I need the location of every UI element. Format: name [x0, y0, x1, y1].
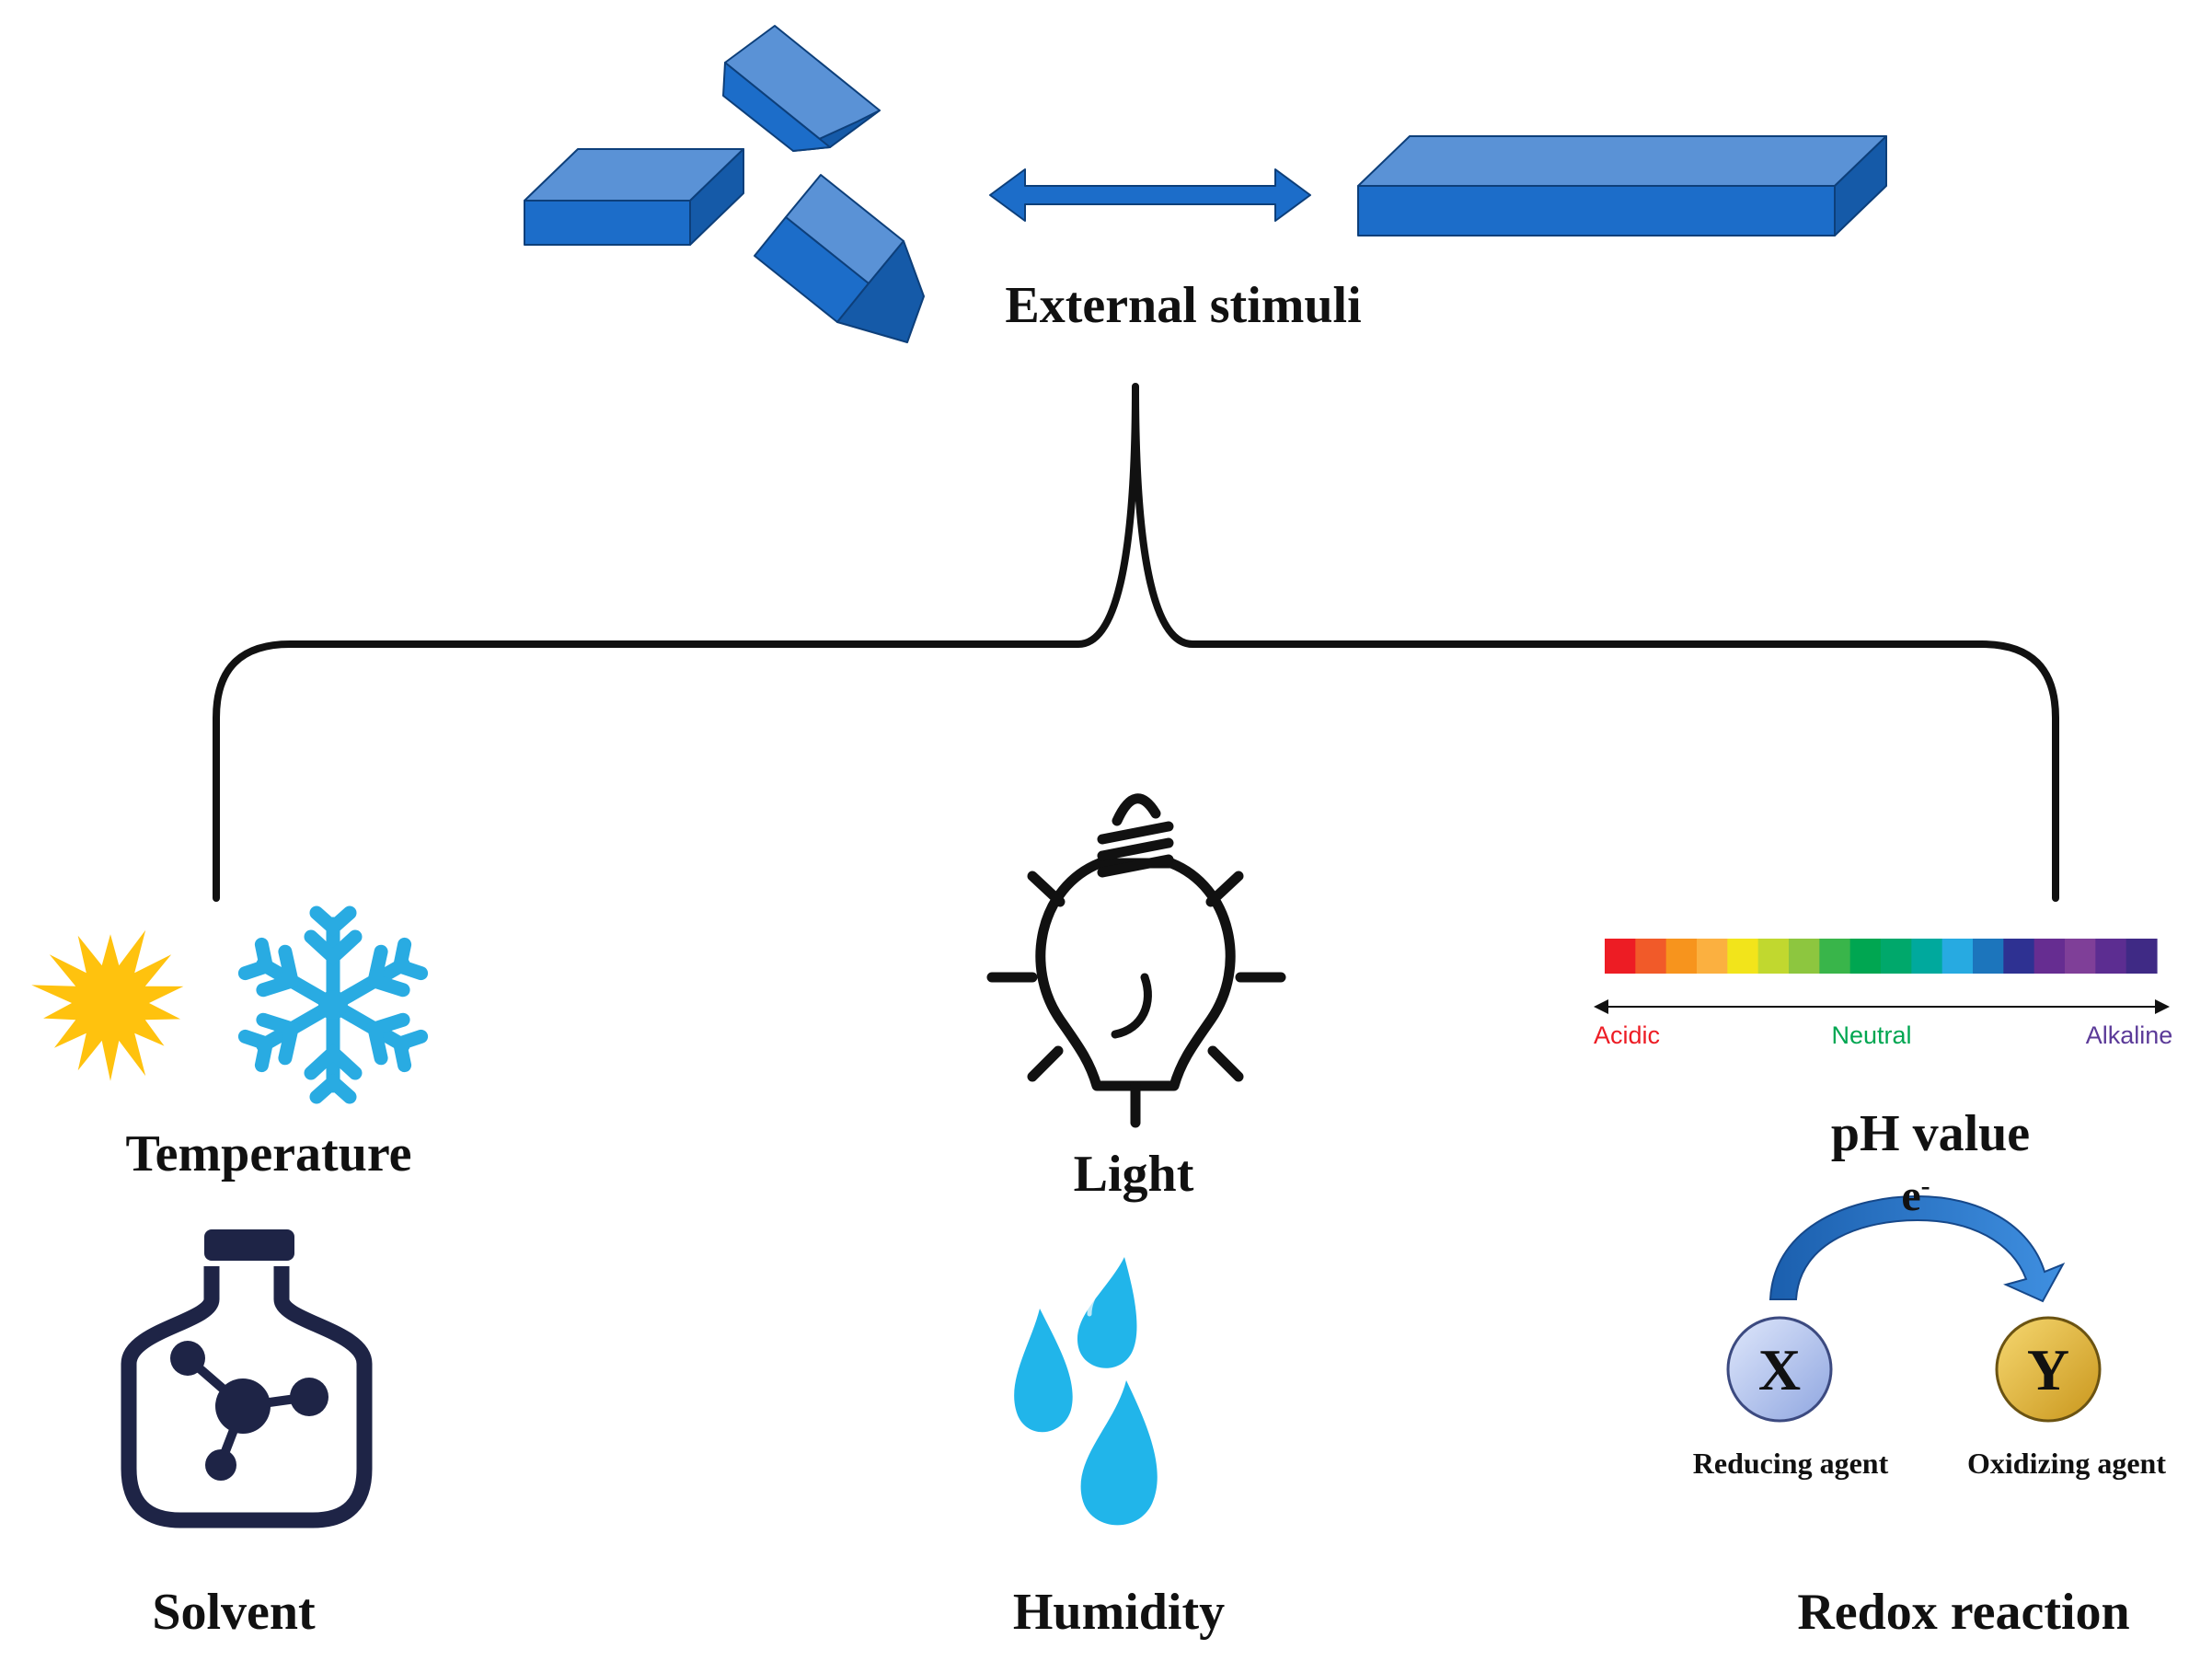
label-oxidizing-agent: Oxidizing agent	[1966, 1447, 2167, 1480]
ph-tick-neutral: Neutral	[1831, 1021, 1912, 1049]
label-temperature: Temperature	[125, 1125, 412, 1182]
ph-color-segment	[1789, 939, 1820, 974]
oxidizing-agent-node: Y	[1995, 1316, 2102, 1423]
label-reducing-agent: Reducing agent	[1692, 1447, 1889, 1480]
snowflake-icon	[242, 905, 423, 1097]
ph-color-segment	[1819, 939, 1851, 974]
label-light: Light	[1073, 1146, 1194, 1203]
ph-tick-alkaline: Alkaline	[2085, 1021, 2173, 1049]
double-arrow-icon	[989, 168, 1311, 222]
ph-color-segment	[1849, 939, 1882, 974]
water-drops-icon	[1014, 1257, 1158, 1526]
ph-color-segment	[1911, 939, 1943, 974]
ph-color-segment	[1727, 939, 1759, 974]
solvent-bottle-icon	[121, 1229, 373, 1528]
ph-color-segment	[1665, 939, 1698, 974]
ph-color-segment	[1697, 939, 1728, 974]
electron-charge: -	[1920, 1171, 1930, 1201]
ph-color-segment	[2065, 939, 2096, 974]
label-solvent: Solvent	[152, 1584, 316, 1641]
separated-blocks-icon	[524, 25, 925, 343]
label-ph-value: pH value	[1830, 1105, 2031, 1162]
assembled-block-icon	[1357, 135, 1887, 236]
ph-color-segment	[1757, 939, 1790, 974]
ph-color-segment	[2003, 939, 2035, 974]
reducing-agent-node: X	[1726, 1316, 1833, 1423]
electron-symbol: e	[1901, 1171, 1921, 1220]
reducing-agent-symbol: X	[1758, 1337, 1801, 1402]
ph-tick-acidic: Acidic	[1593, 1021, 1661, 1049]
ph-color-segment	[2033, 939, 2066, 974]
sun-icon	[31, 929, 184, 1081]
curly-brace	[213, 383, 2059, 902]
title-external-stimuli: External stimuli	[1005, 277, 1362, 334]
label-humidity: Humidity	[1012, 1584, 1226, 1641]
ph-color-segment	[2095, 939, 2127, 974]
ph-color-segment	[1973, 939, 2004, 974]
electron-transfer-arrow	[1768, 1194, 2066, 1303]
ph-color-segment	[1635, 939, 1667, 974]
label-redox-reaction: Redox reaction	[1797, 1584, 2130, 1641]
ph-color-bar	[1605, 939, 2158, 974]
oxidizing-agent-symbol: Y	[2027, 1337, 2069, 1402]
ph-color-segment	[1881, 939, 1912, 974]
light-bulb-icon	[986, 793, 1286, 1128]
electron-label: e-	[1901, 1171, 1930, 1221]
ph-axis-arrow	[1594, 999, 2170, 1014]
ph-color-segment	[1605, 939, 1636, 974]
ph-color-segment	[1941, 939, 1974, 974]
ph-color-segment	[2126, 939, 2158, 974]
